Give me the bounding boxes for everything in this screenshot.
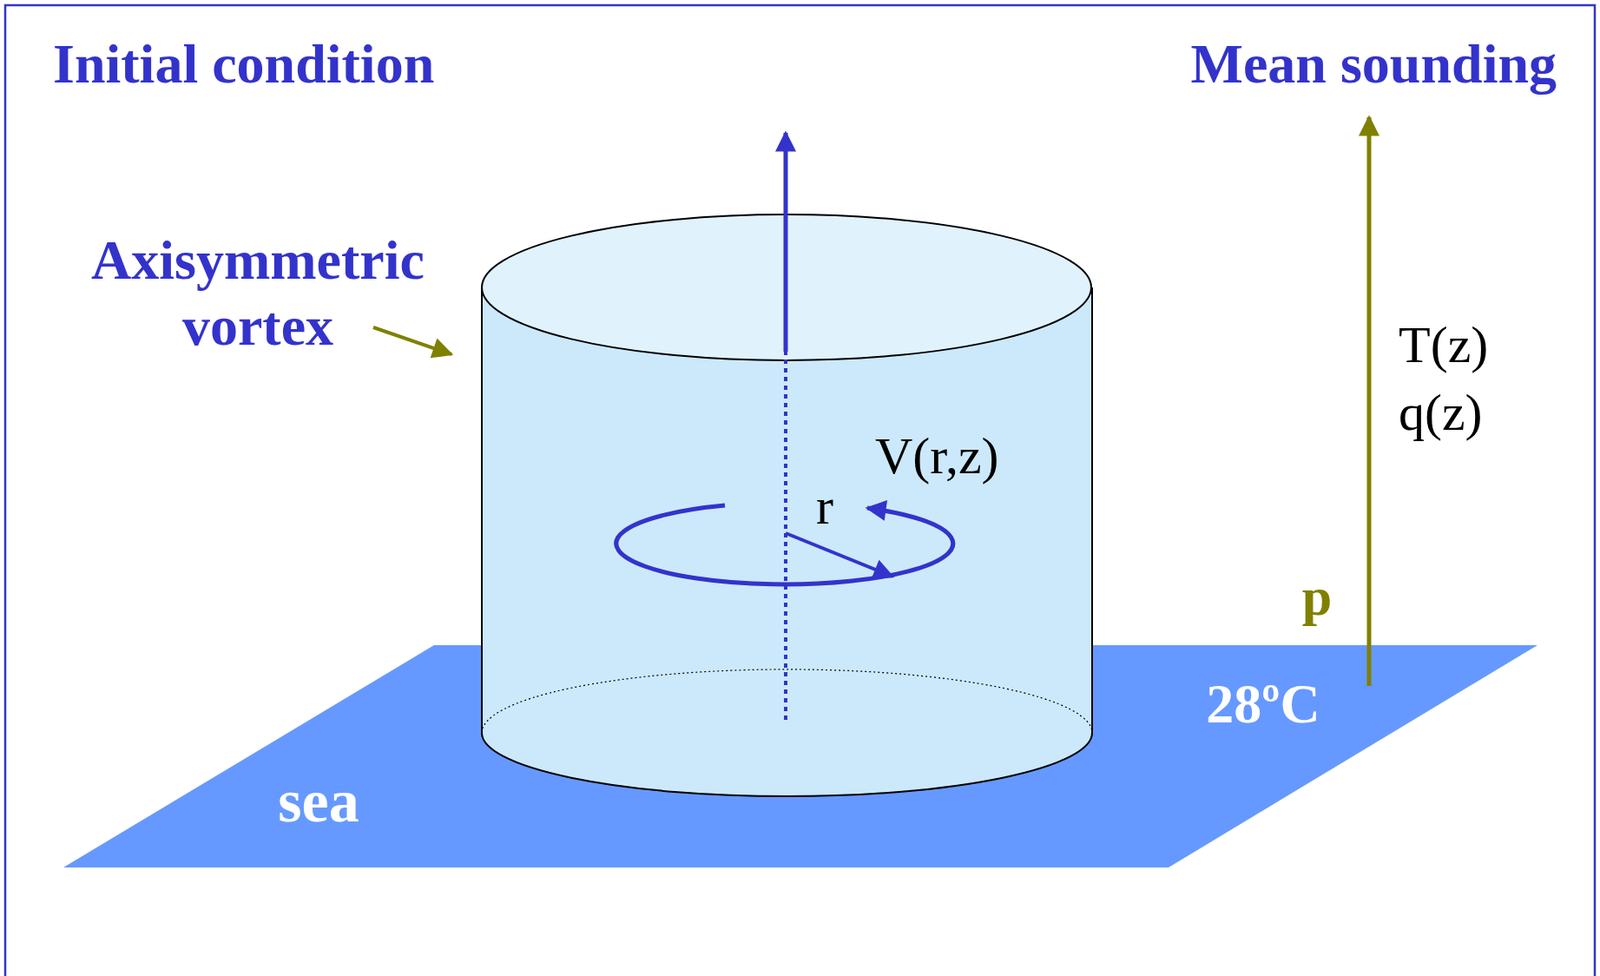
cylinder-outline xyxy=(481,287,1093,797)
profile-label: T(z) xyxy=(1398,315,1489,376)
radius-label: r xyxy=(816,476,834,537)
axis-arrow xyxy=(783,132,789,352)
vortex-cylinder-shape xyxy=(481,214,1093,797)
sea-label: sea xyxy=(277,766,359,837)
radius-arrow xyxy=(785,533,893,577)
pressure-label: p xyxy=(1302,566,1332,628)
frame-border xyxy=(5,5,1595,976)
wind-label: V(r,z) xyxy=(875,426,1000,487)
callout-label: Axisymmetric vortex xyxy=(75,227,441,360)
rotation-arrow xyxy=(616,505,954,585)
leader-arrow xyxy=(373,327,452,355)
axis-dotted xyxy=(783,351,788,720)
sounding-arrow xyxy=(1367,117,1372,686)
sst-label: 28ºC xyxy=(1205,671,1320,737)
panel-heading: Initial condition xyxy=(52,32,435,97)
cylinder-body xyxy=(481,287,1093,797)
profile-label: q(z) xyxy=(1398,382,1483,443)
panel-heading: Mean sounding xyxy=(1191,32,1557,97)
vortex-cylinder: V(r,z) r xyxy=(481,214,1093,797)
